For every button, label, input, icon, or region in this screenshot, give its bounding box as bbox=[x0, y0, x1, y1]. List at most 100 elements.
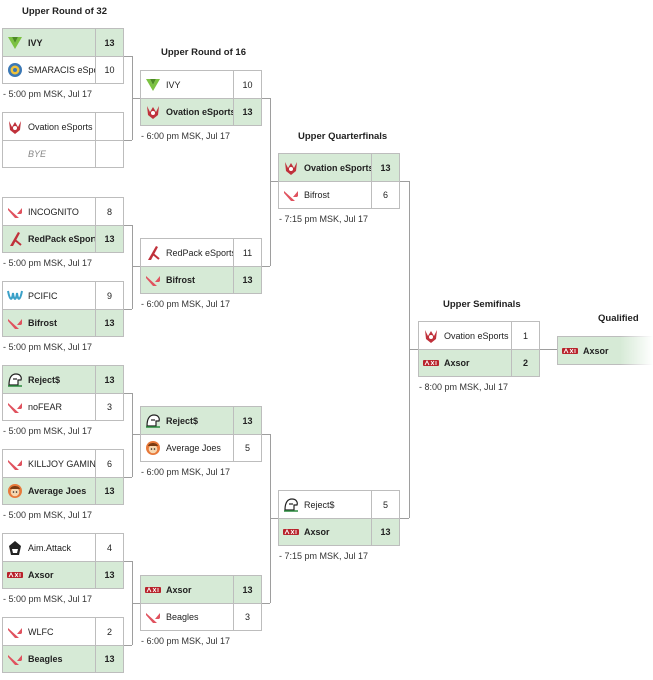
team-row[interactable]: SMARACIS eSports10 bbox=[3, 56, 123, 83]
match-time: - 5:00 pm MSK, Jul 17 bbox=[3, 426, 93, 436]
valorant-logo-icon bbox=[7, 624, 23, 640]
bracket-connector bbox=[132, 98, 140, 100]
ovation-logo-icon bbox=[283, 160, 299, 176]
bracket-connector bbox=[400, 518, 409, 520]
ivy-logo-icon bbox=[7, 35, 23, 51]
team-score: 13 bbox=[233, 99, 261, 125]
team-name: Beagles bbox=[28, 654, 63, 664]
bracket-connector bbox=[124, 393, 132, 395]
team-score: 13 bbox=[233, 576, 261, 603]
match-time: - 5:00 pm MSK, Jul 17 bbox=[3, 594, 93, 604]
team-row[interactable]: KILLJOY GAMING6 bbox=[3, 450, 123, 477]
bracket-connector bbox=[409, 349, 418, 351]
team-name: Axsor bbox=[28, 570, 54, 580]
team-name: Ovation eSports bbox=[28, 121, 93, 132]
team-row[interactable]: Reject$13 bbox=[141, 407, 261, 434]
team-name: Axsor bbox=[304, 527, 330, 537]
team-row[interactable]: Reject$13 bbox=[3, 366, 123, 393]
valorant-logo-icon bbox=[145, 609, 161, 625]
team-name: Axsor bbox=[444, 358, 470, 368]
team-name: Ovation eSports bbox=[444, 330, 509, 341]
axsor-logo-icon bbox=[562, 343, 578, 359]
team-score: 1 bbox=[511, 322, 539, 349]
team-score: 13 bbox=[371, 154, 399, 181]
bracket-connector bbox=[262, 98, 270, 100]
round-title: Upper Round of 32 bbox=[22, 6, 107, 17]
team-score: 8 bbox=[95, 198, 123, 225]
team-name: Axsor bbox=[583, 345, 609, 356]
team-name: RedPack eSports bbox=[28, 234, 95, 244]
valorant-logo-icon bbox=[7, 456, 23, 472]
team-score: 6 bbox=[371, 182, 399, 208]
axsor-logo-icon bbox=[423, 355, 439, 371]
bracket-connector bbox=[262, 603, 270, 605]
average-joes-logo-icon bbox=[145, 440, 161, 456]
match-time: - 5:00 pm MSK, Jul 17 bbox=[3, 258, 93, 268]
team-row[interactable]: Reject$ 5 bbox=[279, 491, 399, 518]
team-name: Reject$ bbox=[304, 499, 335, 510]
bracket-connector bbox=[132, 393, 134, 477]
ovation-logo-icon bbox=[7, 119, 23, 135]
team-row[interactable]: Ovation eSports bbox=[3, 113, 123, 140]
team-name: BYE bbox=[28, 149, 47, 159]
match-time: - 7:15 pm MSK, Jul 17 bbox=[279, 214, 369, 224]
ivy-logo-icon bbox=[145, 77, 161, 93]
valorant-logo-icon bbox=[7, 399, 23, 415]
bracket-connector bbox=[270, 518, 278, 520]
team-name: KILLJOY GAMING bbox=[28, 458, 95, 469]
team-name: Average Joes bbox=[28, 486, 87, 496]
team-row[interactable]: noFEAR 3 bbox=[3, 393, 123, 420]
team-score: 10 bbox=[233, 71, 261, 98]
bracket-connector bbox=[124, 645, 132, 647]
team-name: Bifrost bbox=[166, 275, 195, 285]
team-score: 4 bbox=[95, 534, 123, 561]
match-box[interactable]: Reject$13 noFEAR 3 bbox=[2, 365, 124, 421]
team-name: noFEAR bbox=[28, 402, 63, 412]
team-score: 3 bbox=[233, 604, 261, 630]
team-score: 5 bbox=[371, 491, 399, 518]
bracket-connector bbox=[124, 225, 132, 227]
team-score: 13 bbox=[233, 407, 261, 434]
team-score: 2 bbox=[95, 618, 123, 645]
reject-logo-icon bbox=[7, 372, 23, 388]
bracket-connector bbox=[400, 181, 409, 183]
valorant-logo-icon bbox=[7, 204, 23, 220]
team-score: 3 bbox=[95, 394, 123, 420]
